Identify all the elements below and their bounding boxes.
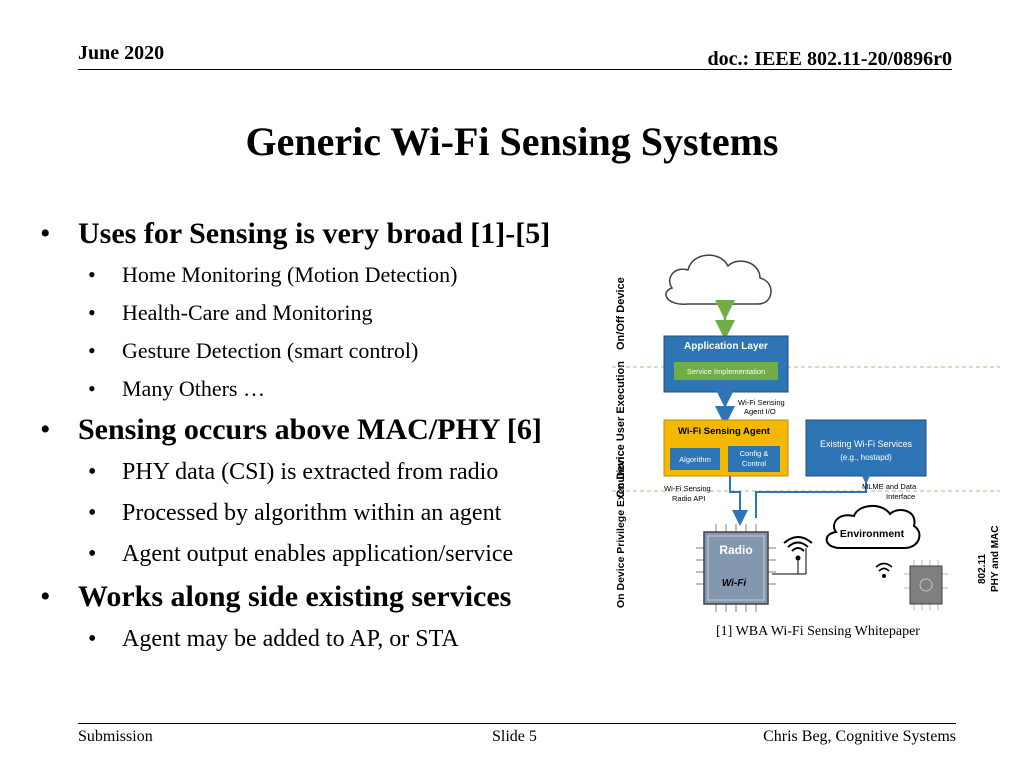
footer-submission: Submission <box>78 728 153 745</box>
sub-bullet: Agent may be added to AP, or STA <box>40 619 620 660</box>
bullet-sensing-above-mac-phy: Sensing occurs above MAC/PHY [6] <box>40 408 620 452</box>
application-layer-label: Application Layer <box>684 341 768 352</box>
radio-chip <box>696 524 776 612</box>
right-label-phy-mac: PHY and MAC <box>990 526 1001 593</box>
figure-caption: [1] WBA Wi-Fi Sensing Whitepaper <box>716 624 920 639</box>
bullet-existing-services: Works along side existing services <box>40 575 620 619</box>
radio-api-label-2: Radio API <box>672 494 705 503</box>
bullet-list: Uses for Sensing is very broad [1]-[5] H… <box>40 212 620 660</box>
service-implementation-box <box>674 362 778 380</box>
algorithm-box <box>670 448 720 470</box>
header-date: June 2020 <box>78 42 165 64</box>
sub-bullet: Gesture Detection (smart control) <box>40 332 620 370</box>
service-implementation-label: Service Implementation <box>687 367 765 376</box>
slide-title: Generic Wi-Fi Sensing Systems <box>245 119 779 164</box>
radio-api-connector <box>729 476 748 526</box>
wifi-signal-icon <box>783 536 813 561</box>
bullet-uses-for-sensing: Uses for Sensing is very broad [1]-[5] <box>40 212 620 256</box>
zone-label-privilege-execution: On Device Privilege Execution <box>615 457 627 608</box>
footer-rule <box>78 723 956 724</box>
existing-services-example: (e.g., hostapd) <box>840 453 892 462</box>
config-control-box <box>728 446 780 472</box>
existing-services-box <box>805 419 927 477</box>
mlme-label-1: MLME and Data <box>862 482 917 491</box>
sub-bullet: Agent output enables application/service <box>40 534 620 575</box>
environment-label: Environment <box>840 528 905 540</box>
sub-bullet: Home Monitoring (Motion Detection) <box>40 256 620 294</box>
footer-slide-number: Slide 5 <box>492 728 537 745</box>
config-label-1: Config & <box>740 449 769 458</box>
existing-services-label: Existing Wi-Fi Services <box>820 439 913 449</box>
mlme-connector <box>755 468 874 518</box>
remote-radio-chip <box>904 560 948 610</box>
agent-io-label-1: Wi-Fi Sensing <box>738 398 785 407</box>
wifi-signal-icon <box>875 562 893 578</box>
config-label-2: Control <box>742 459 767 468</box>
radio-label: Radio <box>719 543 752 557</box>
radio-api-label-1: Wi-Fi Sensing <box>664 484 711 493</box>
zone-label-on-off-device: On/Off Device <box>615 277 627 350</box>
cloud-icon <box>665 254 772 305</box>
sub-bullet: Many Others … <box>40 370 620 408</box>
wifi-sensing-architecture-diagram: On/Off Device On Device User Execution O… <box>612 254 1001 612</box>
sub-bullet: PHY data (CSI) is extracted from radio <box>40 452 620 493</box>
environment-cloud-icon <box>825 505 921 549</box>
footer-author: Chris Beg, Cognitive Systems <box>763 728 956 745</box>
right-label-80211: 802.11 <box>977 554 988 584</box>
header-doc-id: doc.: IEEE 802.11-20/0896r0 <box>707 48 952 70</box>
agent-io-label-2: Agent I/O <box>744 407 776 416</box>
sub-bullet: Health-Care and Monitoring <box>40 294 620 332</box>
zone-label-user-execution: On Device User Execution <box>615 361 627 498</box>
sub-bullet: Processed by algorithm within an agent <box>40 493 620 534</box>
wifi-logo-icon: Wi-Fi <box>722 578 747 589</box>
wifi-sensing-agent-label: Wi-Fi Sensing Agent <box>678 426 771 437</box>
algorithm-label: Algorithm <box>679 455 711 464</box>
header-rule <box>78 69 952 70</box>
mlme-label-2: Interface <box>886 492 915 501</box>
